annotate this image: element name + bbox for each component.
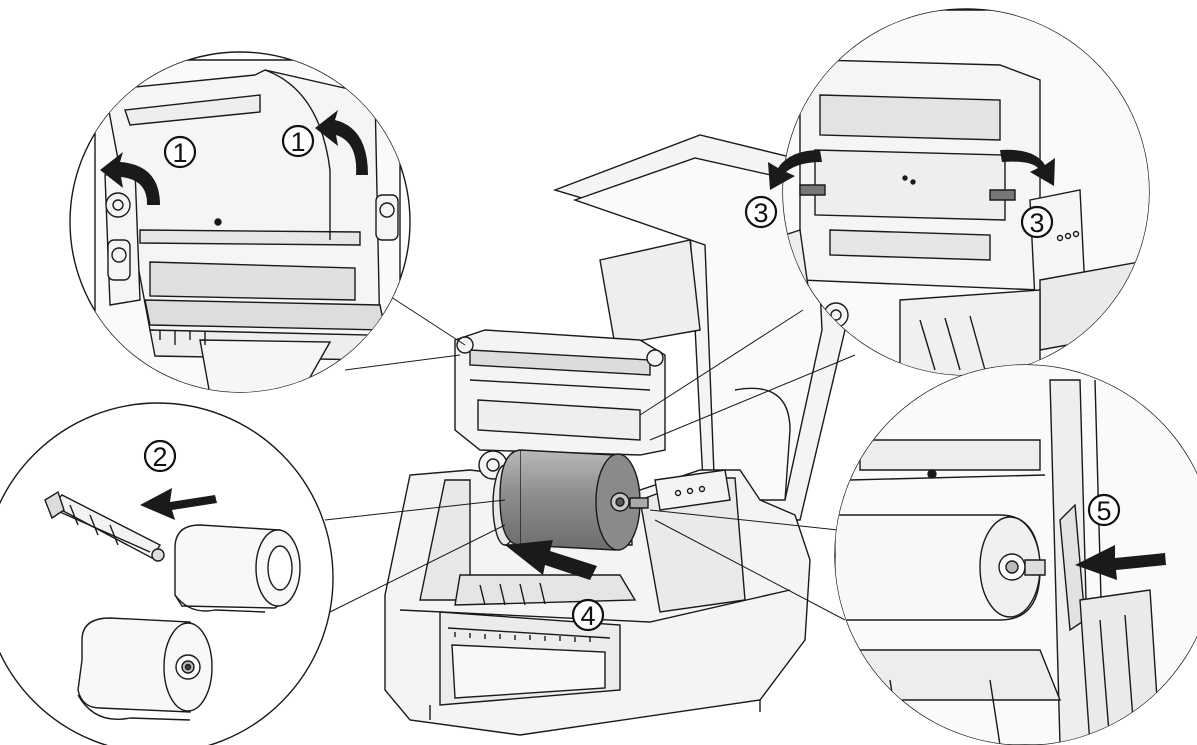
step-4-badge: 4 bbox=[571, 598, 605, 632]
ribbon-spindle-icon bbox=[44, 490, 165, 562]
ribbon-roll-icon bbox=[77, 617, 213, 721]
step-1-badge: 1 bbox=[163, 135, 197, 169]
svg-text:1: 1 bbox=[172, 138, 187, 168]
step-2-badge: 2 bbox=[143, 439, 177, 473]
straight-arrow-icon bbox=[140, 488, 217, 520]
ribbon-roll-icon bbox=[174, 524, 301, 613]
detail-circle-load-spindle: 2 bbox=[0, 402, 334, 745]
detail-circle-open-levers: 1 1 bbox=[69, 51, 411, 393]
straight-arrow-icon bbox=[1075, 545, 1166, 580]
svg-text:3: 3 bbox=[753, 198, 768, 228]
curved-arrow-icon bbox=[768, 150, 822, 190]
svg-text:5: 5 bbox=[1096, 496, 1111, 526]
curved-arrow-icon bbox=[315, 110, 368, 175]
detail-circle-push-spindle: 5 bbox=[834, 364, 1197, 745]
curved-arrow-icon bbox=[100, 152, 160, 205]
step-3-badge: 3 bbox=[1020, 205, 1054, 239]
svg-text:1: 1 bbox=[290, 127, 305, 157]
svg-text:4: 4 bbox=[580, 601, 595, 631]
step-3-badge: 3 bbox=[744, 195, 778, 229]
svg-text:2: 2 bbox=[152, 442, 167, 472]
curved-arrow-icon bbox=[1000, 149, 1055, 186]
printer-illustration bbox=[384, 134, 846, 736]
step-1-badge: 1 bbox=[281, 124, 315, 158]
step-5-badge: 5 bbox=[1087, 493, 1121, 527]
straight-arrow-icon bbox=[505, 540, 597, 580]
main-ribbon-rolls bbox=[492, 449, 649, 551]
callout-lines bbox=[324, 292, 856, 621]
svg-text:3: 3 bbox=[1029, 208, 1044, 238]
